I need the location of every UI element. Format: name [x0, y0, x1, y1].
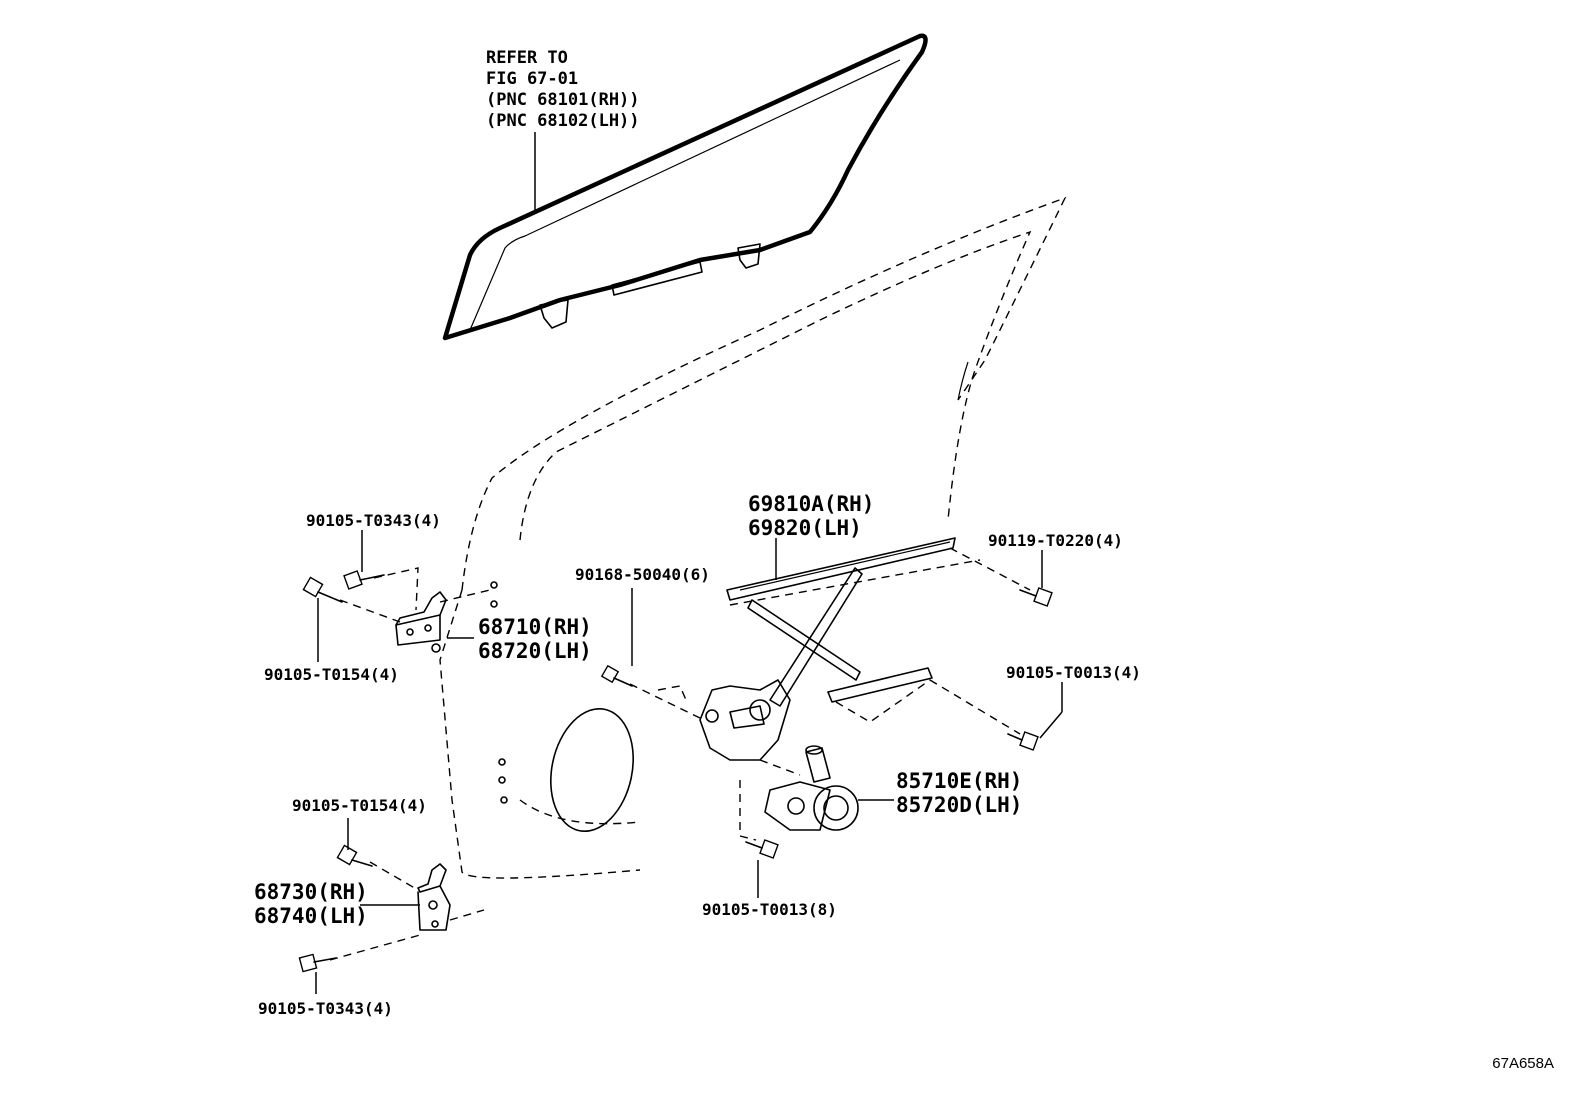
bolt-icon [1007, 731, 1039, 751]
bolt-icon [336, 844, 373, 867]
lower-hinge-part-rh: 68730(RH) [254, 880, 368, 904]
bolt-icon [302, 576, 343, 603]
lower-hinge-part-lh: 68740(LH) [254, 904, 368, 928]
regulator-motor [739, 745, 859, 841]
bolt-icon [298, 953, 337, 973]
leader-lines [315, 132, 1063, 994]
bolt-icon [745, 839, 779, 859]
bolt-label-upper-hinge-side: 90105-T0154(4) [264, 665, 399, 684]
motor-part-rh: 85710E(RH) [896, 769, 1022, 793]
glass-ref-line-1: REFER TO [486, 48, 568, 68]
bolt-icon [343, 570, 385, 590]
lower-door-hinge [329, 861, 485, 961]
bolt-icon [1019, 587, 1053, 607]
upper-door-hinge [339, 567, 491, 653]
bolt-label-motor: 90105-T0013(8) [702, 900, 837, 919]
window-regulator [629, 537, 1031, 761]
upper-hinge-part-lh: 68720(LH) [478, 639, 592, 663]
regulator-part-rh: 69810A(RH) [748, 492, 874, 516]
bolt-label-lower-hinge-bottom: 90105-T0343(4) [258, 999, 393, 1018]
glass-ref-line-3: (PNC 68101(RH)) [486, 90, 640, 110]
bolt-label-regulator-bottom-right: 90105-T0013(4) [1006, 663, 1141, 682]
bolt-label-regulator-top-right: 90119-T0220(4) [988, 531, 1123, 550]
upper-hinge-part-rh: 68710(RH) [478, 615, 592, 639]
bolt-label-upper-hinge-top: 90105-T0343(4) [306, 511, 441, 530]
bolt-label-regulator-left: 90168-50040(6) [575, 565, 710, 584]
diagram-code: 67A658A [1492, 1055, 1554, 1072]
motor-part-lh: 85720D(LH) [896, 793, 1022, 817]
door-outline [439, 196, 1067, 879]
glass-ref-line-2: FIG 67-01 [486, 69, 578, 89]
bolt-label-lower-hinge-top: 90105-T0154(4) [292, 796, 427, 815]
glass-ref-line-4: (PNC 68102(LH)) [486, 111, 640, 131]
speaker-hole [550, 707, 634, 833]
bolt-icon [600, 664, 633, 687]
door-glass [442, 33, 928, 341]
regulator-part-lh: 69820(LH) [748, 516, 862, 540]
